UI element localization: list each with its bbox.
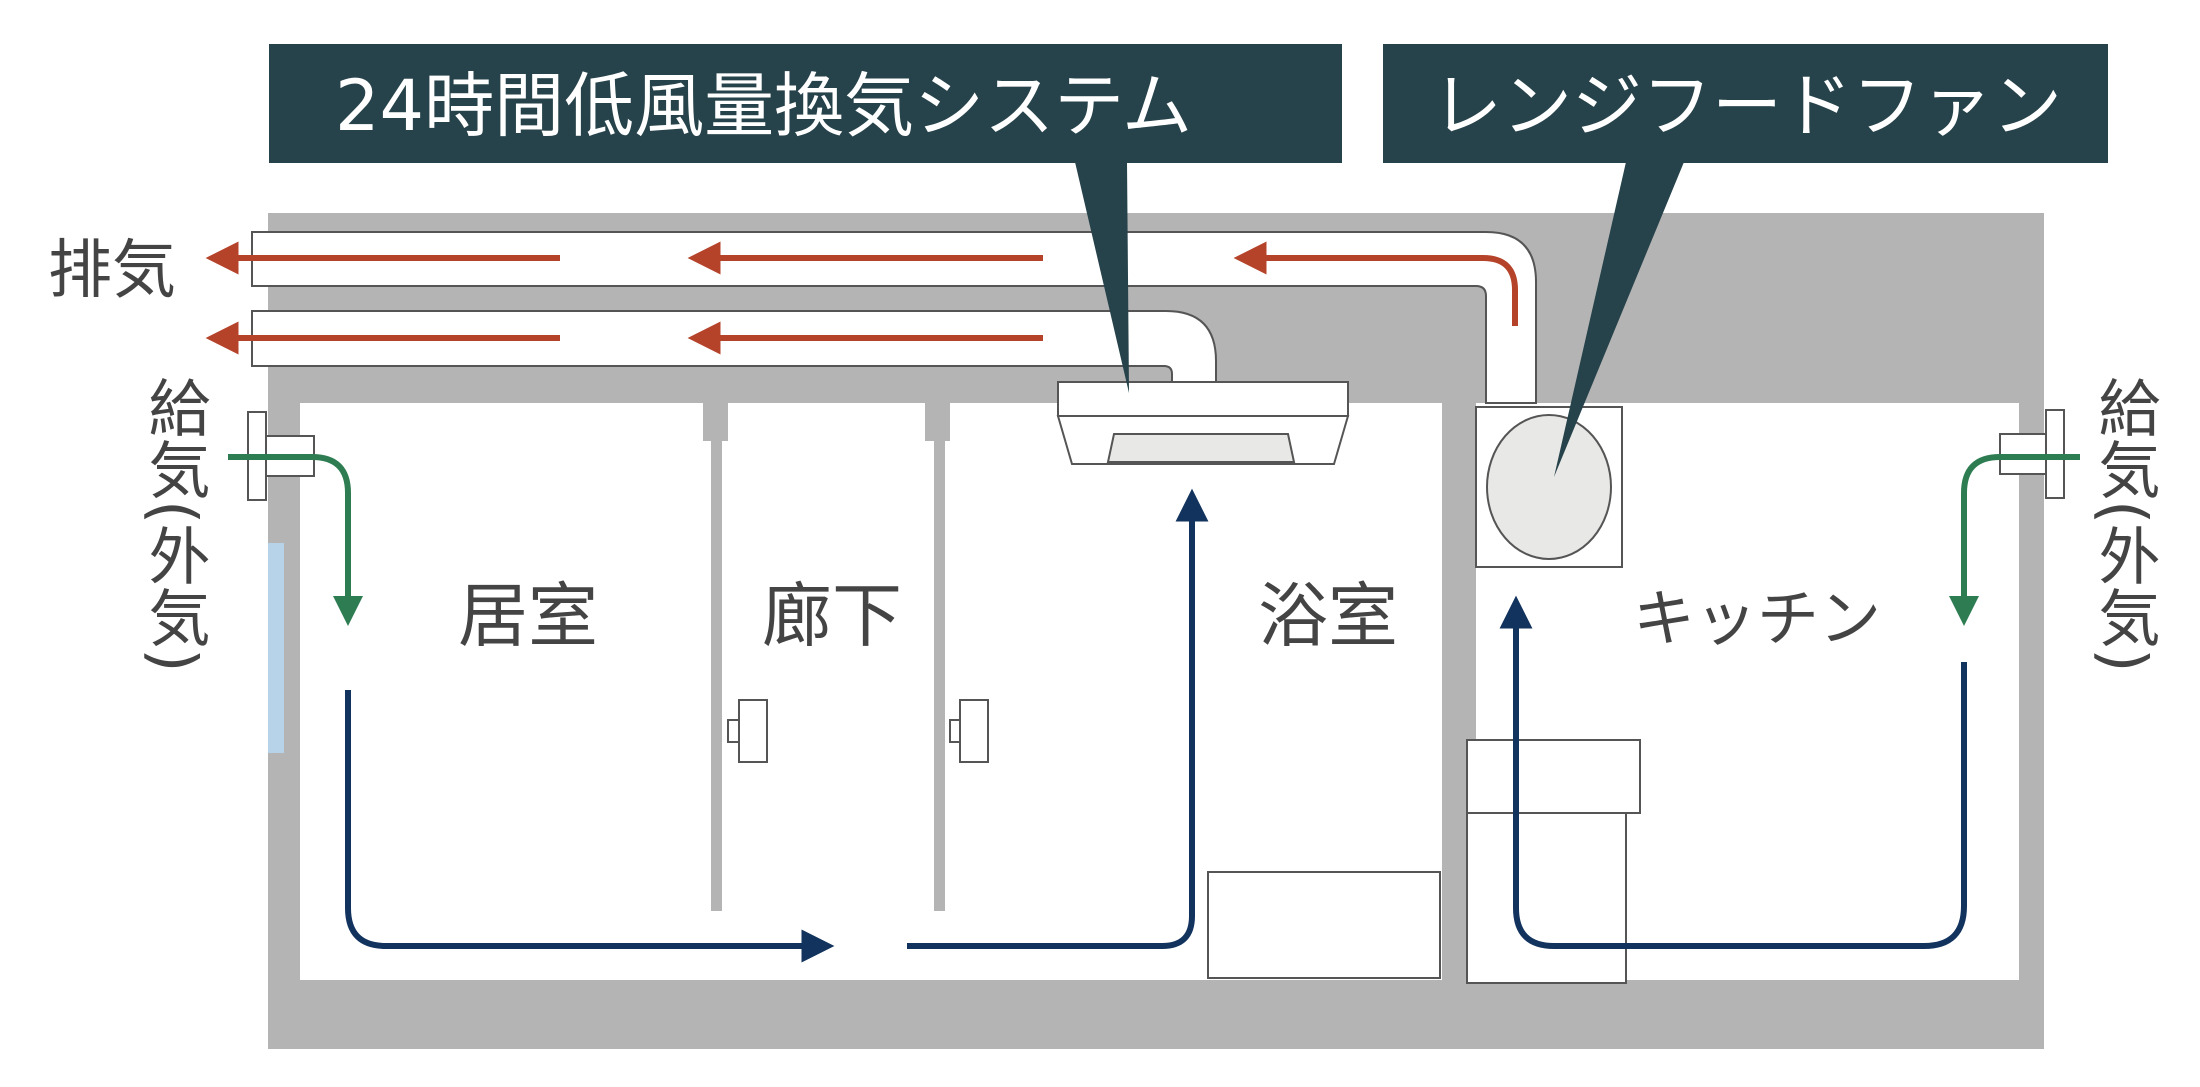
room-label-living: 居室 [458, 575, 598, 657]
fan-icon [1486, 414, 1612, 560]
room-label-hallway: 廊下 [762, 575, 902, 657]
callout-range-hood: レンジフードファン [1383, 44, 2108, 477]
interior-wall-1-stud [711, 441, 722, 911]
callout-pointer [1075, 162, 1129, 393]
range-hood-unit [1475, 406, 1623, 568]
supply-arrows [228, 454, 2080, 626]
interior-wall-1 [703, 403, 728, 441]
exhaust-ducts [251, 231, 1537, 404]
door-vent-1-tab [727, 719, 740, 743]
vent-unit-body [1057, 381, 1349, 417]
bathtub [1207, 871, 1441, 979]
door-vent-1 [738, 699, 768, 763]
door-vent-2 [959, 699, 989, 763]
flow-arrow-to-vent-unit [907, 488, 1209, 949]
supply-arrow-right [1949, 454, 2080, 626]
flow-arrow-kitchen-to-hood [1499, 595, 1967, 949]
exhaust-arrows [205, 241, 1518, 355]
interior-wall-2 [925, 403, 950, 441]
callout-pointer [1554, 162, 1684, 477]
supply-arrow-left [228, 454, 363, 626]
callout-box [269, 44, 1342, 163]
interior-wall-2-stud [934, 441, 945, 911]
exhaust-arrow [1233, 241, 1518, 326]
supply-label-right: 給気(外気) [2088, 376, 2161, 672]
window-left [268, 543, 284, 753]
ceiling-ventilation-unit [1056, 381, 1350, 465]
exhaust-label: 排気 [48, 234, 176, 308]
room-label-bathroom: 浴室 [1258, 575, 1398, 657]
indoor-flow-arrows [345, 488, 1967, 963]
door-vent-2-tab [949, 719, 961, 743]
callout-ventilation-system: 24時間低風量換気システム [269, 44, 1342, 393]
callout-title: 24時間低風量換気システム [335, 65, 1192, 147]
vent-unit-grille [1106, 433, 1296, 463]
upper-exhaust-duct [251, 231, 1537, 404]
flow-arrow-living-to-hall [345, 690, 835, 963]
kitchen-counter [1466, 739, 1641, 814]
kitchen-cabinet [1466, 812, 1627, 984]
room-label-kitchen: キッチン [1633, 582, 1881, 655]
supply-label-left: 給気(外気) [138, 376, 211, 672]
callout-box [1383, 44, 2108, 163]
callout-title: レンジフードファン [1432, 65, 2062, 147]
